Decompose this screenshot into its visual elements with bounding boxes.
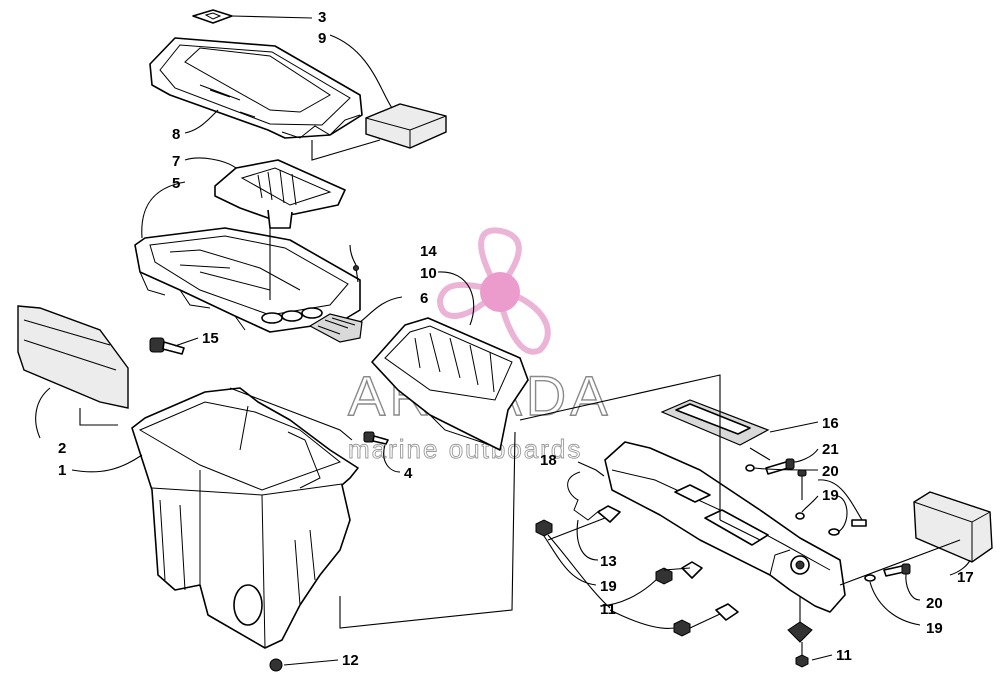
callout-1: 1 <box>58 462 66 479</box>
callout-2: 2 <box>58 440 66 457</box>
part-18-silencer <box>604 441 846 613</box>
part-1-airbox-housing <box>131 387 359 649</box>
part-5-airbox-base <box>134 227 361 333</box>
part-6-grille <box>308 313 363 343</box>
callout-19-lower: 19 <box>926 620 943 637</box>
part-16-gasket <box>660 399 770 446</box>
part-7-baffle <box>214 159 346 229</box>
callout-20-upper: 20 <box>822 463 839 480</box>
callout-21: 21 <box>822 441 839 458</box>
part-17-foam <box>913 491 993 563</box>
callout-6: 6 <box>420 290 428 307</box>
callout-11-left: 11 <box>600 601 616 618</box>
part-21-bolt <box>765 458 795 475</box>
part-8-airbox-lid <box>149 37 363 139</box>
callout-19-upper: 19 <box>822 487 839 504</box>
callout-12: 12 <box>342 652 359 669</box>
callout-19-left: 19 <box>600 578 617 595</box>
part-14-screw <box>353 265 359 283</box>
part-12-cap <box>269 658 283 672</box>
callout-10: 10 <box>420 265 437 282</box>
part-20-bolt-lower <box>864 563 911 582</box>
brand-logo <box>436 227 551 355</box>
leader-lines <box>35 15 971 666</box>
part-20-bolt-upper <box>745 464 867 536</box>
callout-14: 14 <box>420 243 437 260</box>
callout-8: 8 <box>172 126 180 143</box>
part-2-foam <box>17 305 129 409</box>
callout-20-lower: 20 <box>926 595 943 612</box>
callout-11-bottom: 11 <box>836 647 852 664</box>
part-10-intake-duct <box>371 317 529 451</box>
callout-5: 5 <box>172 175 180 192</box>
callout-18: 18 <box>540 452 557 469</box>
callout-9: 9 <box>318 30 326 47</box>
callout-17: 17 <box>957 569 974 586</box>
callout-13: 13 <box>600 553 617 570</box>
callout-4: 4 <box>404 465 413 482</box>
callout-7: 7 <box>172 153 180 170</box>
callout-15: 15 <box>202 330 219 347</box>
part-9-foam <box>365 103 447 149</box>
watermark-tagline: marine outboards <box>348 434 582 464</box>
part-3-gasket <box>192 9 233 24</box>
part-13-bracket <box>567 471 621 523</box>
callout-3: 3 <box>318 9 326 26</box>
callout-16: 16 <box>822 415 839 432</box>
part-15-bolt <box>149 337 185 355</box>
part-4-bolt <box>363 431 389 445</box>
